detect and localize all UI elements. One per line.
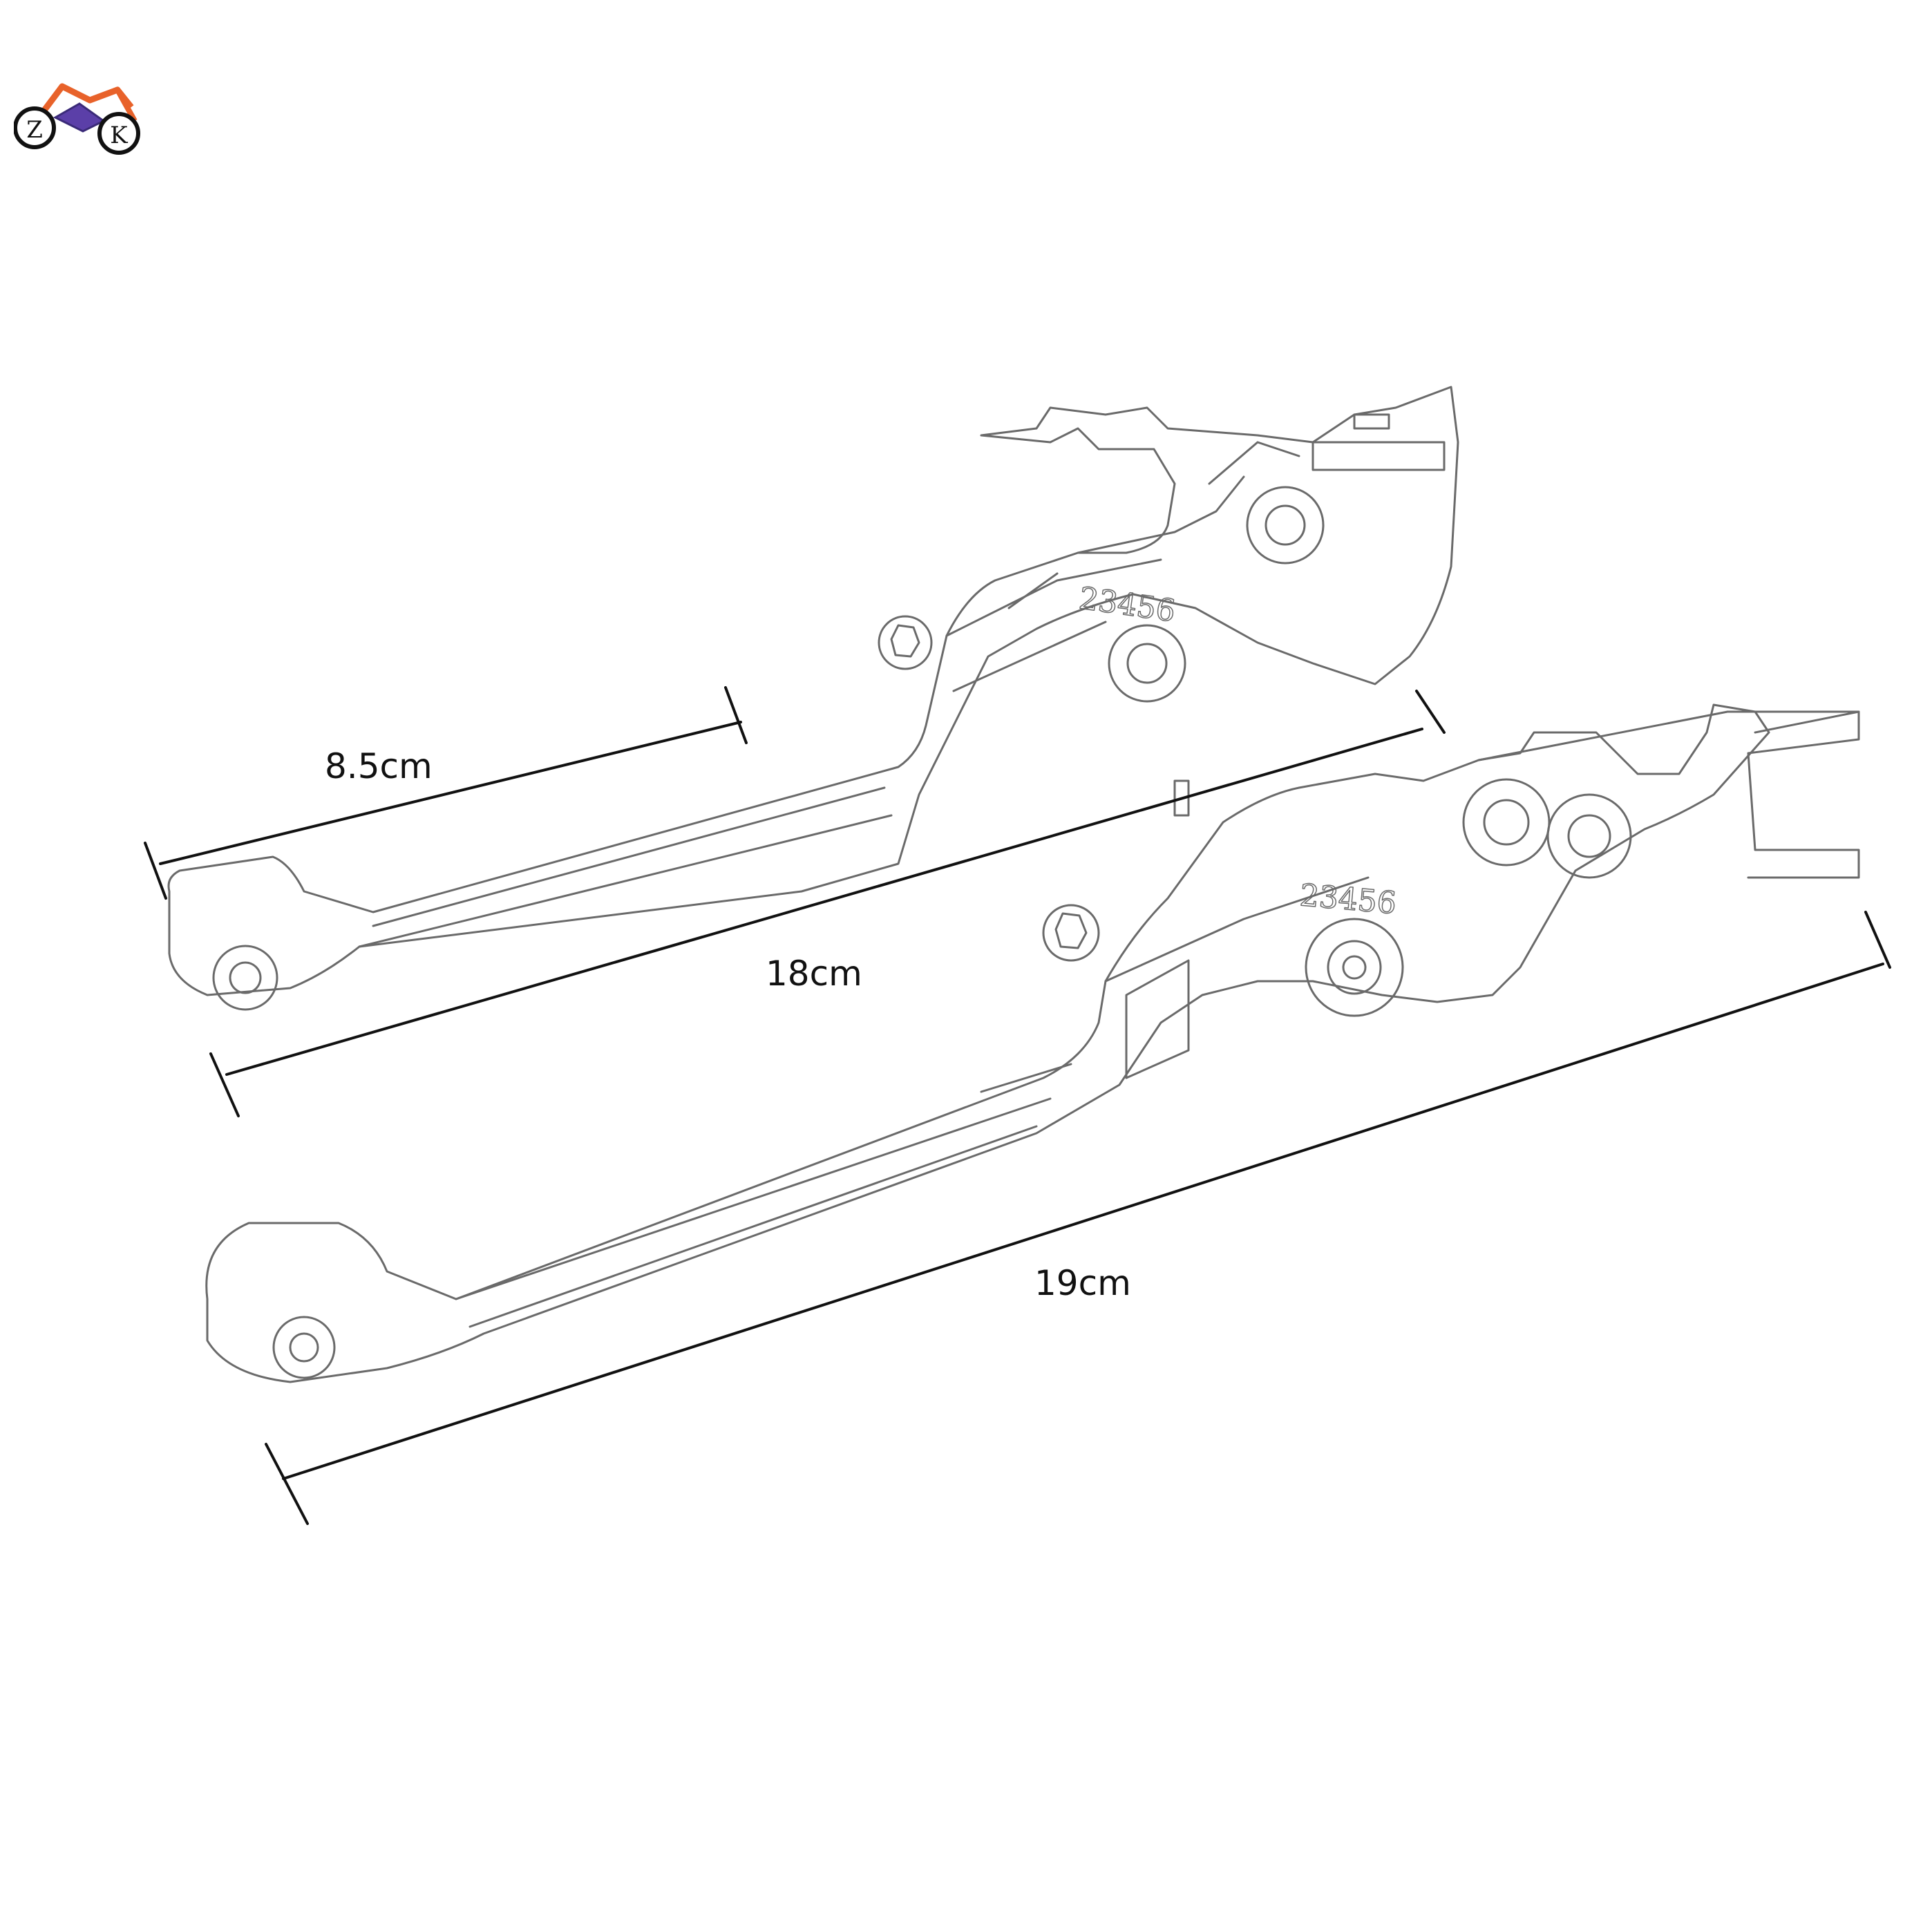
dimension-short xyxy=(144,686,748,900)
logo-wheel-right xyxy=(97,112,140,155)
logo-letter-k: K xyxy=(110,122,128,149)
upper-adjuster-digits: 23456 xyxy=(1077,580,1177,629)
dimension-label-mid: 18cm xyxy=(766,954,862,994)
dimension-label-short: 8.5cm xyxy=(325,746,433,786)
dimension-long xyxy=(265,911,1891,1525)
dimension-mid xyxy=(209,690,1446,1117)
logo-wheel-left xyxy=(14,106,56,149)
zk-motorbike-logo: Z K xyxy=(14,83,140,155)
lower-lever-sketch xyxy=(205,703,1860,1383)
logo-fork-orange xyxy=(115,88,138,122)
upper-lever-sketch xyxy=(167,386,1459,1011)
dimension-label-long: 19cm xyxy=(1034,1263,1131,1303)
logo-letter-z: Z xyxy=(26,116,43,144)
lower-adjuster-digits: 23456 xyxy=(1298,878,1398,921)
